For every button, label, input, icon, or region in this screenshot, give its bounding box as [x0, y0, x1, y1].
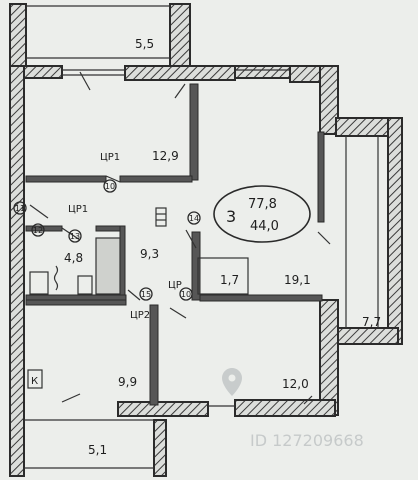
area-living-room: 19,1	[284, 273, 311, 287]
marker-circle	[139, 287, 153, 301]
marker-label: 10	[181, 290, 191, 299]
area-loggia: 7,7	[362, 315, 381, 329]
cabinet-label: ЦР	[168, 280, 182, 291]
marker-circle	[31, 223, 45, 237]
area-toilet: 1,7	[220, 273, 239, 287]
cabinet-label: ЦР1	[68, 204, 88, 215]
area-balcony-top: 5,5	[135, 37, 154, 51]
kitchen-mark: К	[31, 376, 38, 387]
area-room-bottom: 12,0	[282, 377, 309, 391]
marker-circle	[179, 287, 193, 301]
room-count: 3	[226, 207, 236, 226]
living-area: 44,0	[250, 219, 279, 234]
markers: 10 11 12 13 14 15 10	[13, 179, 201, 301]
cabinet-label: ЦР1	[100, 152, 120, 163]
area-bathroom: 4,8	[64, 251, 83, 265]
marker-label: 15	[141, 290, 151, 299]
cabinet-label: ЦР2	[130, 310, 150, 321]
outer-walls	[9, 65, 403, 477]
total-area: 77,8	[248, 197, 277, 212]
marker-label: 13	[70, 232, 80, 241]
marker-circle	[187, 211, 201, 225]
marker-circle	[68, 229, 82, 243]
area-hall: 9,3	[140, 247, 159, 261]
doors	[27, 71, 331, 405]
marker-label: 12	[33, 226, 43, 235]
area-room-top: 12,9	[152, 149, 179, 163]
watermark-text: ID 127209668	[250, 431, 364, 450]
balcony-top	[9, 3, 191, 75]
marker-circle	[13, 201, 27, 215]
cabinets	[29, 237, 249, 295]
marker-label: 10	[105, 182, 115, 191]
apartment-summary: 3 77,8 44,0	[213, 185, 311, 243]
watermark: ID 127209668	[222, 368, 364, 450]
marker-label: 14	[189, 214, 199, 223]
area-balcony-bottom: 5,1	[88, 443, 107, 457]
area-kitchen: 9,9	[118, 375, 137, 389]
marker-label: 11	[15, 204, 25, 213]
location-pin-icon	[222, 368, 242, 396]
marker-circle	[103, 179, 117, 193]
